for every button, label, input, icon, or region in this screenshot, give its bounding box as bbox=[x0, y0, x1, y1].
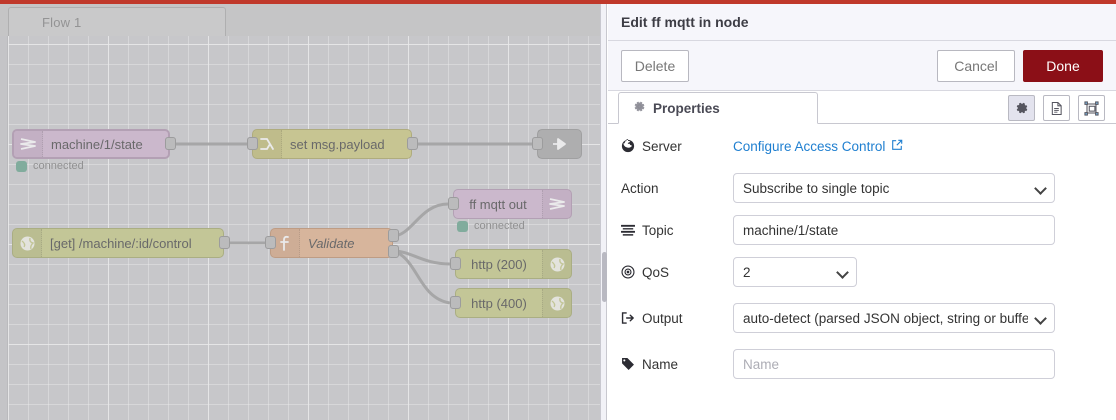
flow-canvas[interactable]: machine/1/state connected set msg.payloa… bbox=[0, 36, 600, 420]
flow-node-http-200[interactable]: http (200) bbox=[455, 249, 572, 279]
external-link-icon bbox=[891, 139, 903, 154]
output-select-wrap: auto-detect (parsed JSON object, string … bbox=[733, 303, 1055, 333]
node-properties-form: Server Configure Access Control Action bbox=[608, 124, 1116, 420]
flow-node-label: [get] /machine/:id/control bbox=[50, 235, 192, 251]
panel-action-bar: Delete Cancel Done bbox=[608, 41, 1116, 91]
status-dot-icon bbox=[457, 220, 468, 232]
flow-node-http-400[interactable]: http (400) bbox=[455, 288, 572, 318]
globe-icon bbox=[621, 139, 635, 153]
panel-header: Edit ff mqtt in node bbox=[608, 4, 1116, 41]
panel-title: Edit ff mqtt in node bbox=[621, 14, 749, 30]
flow-node-mqtt-in[interactable]: machine/1/state bbox=[12, 129, 170, 159]
appearance-icon-button[interactable] bbox=[1078, 95, 1105, 121]
flow-node-function[interactable]: Validate bbox=[270, 228, 393, 258]
port-input-http-200[interactable] bbox=[450, 257, 461, 270]
output-select[interactable]: auto-detect (parsed JSON object, string … bbox=[733, 303, 1055, 333]
output-arrow-icon bbox=[621, 311, 635, 325]
flow-node-label: Validate bbox=[308, 235, 355, 251]
cancel-button[interactable]: Cancel bbox=[937, 50, 1015, 82]
gear-icon bbox=[633, 100, 646, 116]
action-select-wrap: Subscribe to single topic bbox=[733, 173, 1055, 203]
status-dot-icon bbox=[16, 160, 27, 172]
flow-tab-flow-1[interactable]: Flow 1 bbox=[8, 7, 226, 37]
flow-editor: Flow 1 bbox=[0, 4, 600, 420]
panel-tabs-row: Properties bbox=[608, 92, 1116, 124]
port-input-change[interactable] bbox=[247, 137, 258, 150]
qos-label-group: QoS bbox=[621, 265, 733, 280]
tab-properties-label: Properties bbox=[653, 100, 720, 116]
node-status-mqtt-in: connected bbox=[16, 160, 84, 172]
form-row-action: Action Subscribe to single topic bbox=[621, 173, 1103, 203]
flow-node-label: http (400) bbox=[471, 295, 527, 311]
top-accent-bar bbox=[0, 0, 1116, 4]
description-icon-button[interactable] bbox=[1043, 95, 1070, 121]
canvas-left-gutter bbox=[0, 36, 8, 420]
status-label: connected bbox=[33, 160, 84, 172]
bullseye-icon bbox=[621, 265, 635, 279]
configure-access-control-link[interactable]: Configure Access Control bbox=[733, 139, 903, 154]
qos-label: QoS bbox=[642, 264, 670, 280]
port-input-mqtt-out[interactable] bbox=[448, 197, 459, 210]
debug-icon bbox=[538, 130, 581, 158]
qos-select[interactable]: 2 bbox=[733, 257, 857, 287]
action-label: Action bbox=[621, 180, 659, 196]
flow-node-label: set msg.payload bbox=[290, 136, 385, 152]
tab-properties[interactable]: Properties bbox=[618, 92, 818, 124]
flow-node-label: ff mqtt out bbox=[469, 196, 527, 212]
flow-node-label: machine/1/state bbox=[51, 136, 143, 152]
tasks-icon bbox=[621, 224, 635, 237]
form-row-topic: Topic bbox=[621, 215, 1103, 245]
action-label-group: Action bbox=[621, 181, 733, 196]
action-select[interactable]: Subscribe to single topic bbox=[733, 173, 1055, 203]
tag-icon bbox=[621, 357, 635, 371]
form-row-name: Name bbox=[621, 349, 1103, 379]
globe-icon bbox=[13, 229, 42, 257]
globe-icon bbox=[542, 289, 571, 317]
globe-icon bbox=[542, 250, 571, 278]
delete-button[interactable]: Delete bbox=[621, 50, 689, 82]
output-label: Output bbox=[642, 310, 683, 326]
mqtt-icon bbox=[542, 190, 571, 218]
port-output-function-1[interactable] bbox=[388, 229, 399, 242]
port-input-http-400[interactable] bbox=[450, 296, 461, 309]
output-label-group: Output bbox=[621, 311, 733, 326]
server-label: Server bbox=[642, 138, 682, 154]
name-label-group: Name bbox=[621, 357, 733, 372]
flow-node-label: http (200) bbox=[471, 256, 527, 272]
flow-tab-label: Flow 1 bbox=[42, 15, 82, 30]
configure-access-control-link-text: Configure Access Control bbox=[733, 138, 886, 154]
port-output-function-2[interactable] bbox=[388, 245, 399, 258]
server-label-group: Server bbox=[621, 139, 733, 154]
port-output-change[interactable] bbox=[407, 137, 418, 150]
qos-select-wrap: 2 bbox=[733, 257, 857, 287]
name-label: Name bbox=[642, 356, 679, 372]
panel-divider[interactable] bbox=[600, 4, 607, 420]
form-row-server: Server Configure Access Control bbox=[621, 132, 1103, 160]
port-output-http-in[interactable] bbox=[219, 236, 230, 249]
flow-node-mqtt-out[interactable]: ff mqtt out bbox=[453, 189, 572, 219]
port-input-function[interactable] bbox=[265, 236, 276, 249]
done-button[interactable]: Done bbox=[1023, 50, 1103, 82]
topic-label-group: Topic bbox=[621, 223, 733, 238]
name-input[interactable] bbox=[733, 349, 1055, 379]
flow-node-change[interactable]: set msg.payload bbox=[252, 129, 412, 159]
flow-tabbar: Flow 1 bbox=[0, 4, 600, 37]
mqtt-icon bbox=[14, 131, 43, 157]
node-status-mqtt-out: connected bbox=[457, 220, 525, 232]
port-output-mqtt-in[interactable] bbox=[165, 137, 176, 150]
topic-input[interactable] bbox=[733, 215, 1055, 245]
form-row-qos: QoS 2 bbox=[621, 257, 1103, 287]
status-label: connected bbox=[474, 220, 525, 232]
edit-node-panel: Edit ff mqtt in node Delete Cancel Done … bbox=[608, 4, 1116, 420]
port-input-debug[interactable] bbox=[532, 137, 543, 150]
properties-icon-button[interactable] bbox=[1008, 95, 1035, 121]
form-row-output: Output auto-detect (parsed JSON object, … bbox=[621, 303, 1103, 333]
flow-node-http-in[interactable]: [get] /machine/:id/control bbox=[12, 228, 224, 258]
topic-label: Topic bbox=[642, 222, 674, 238]
vertical-scrollbar-thumb[interactable] bbox=[602, 252, 607, 302]
flow-node-debug[interactable] bbox=[537, 129, 582, 159]
